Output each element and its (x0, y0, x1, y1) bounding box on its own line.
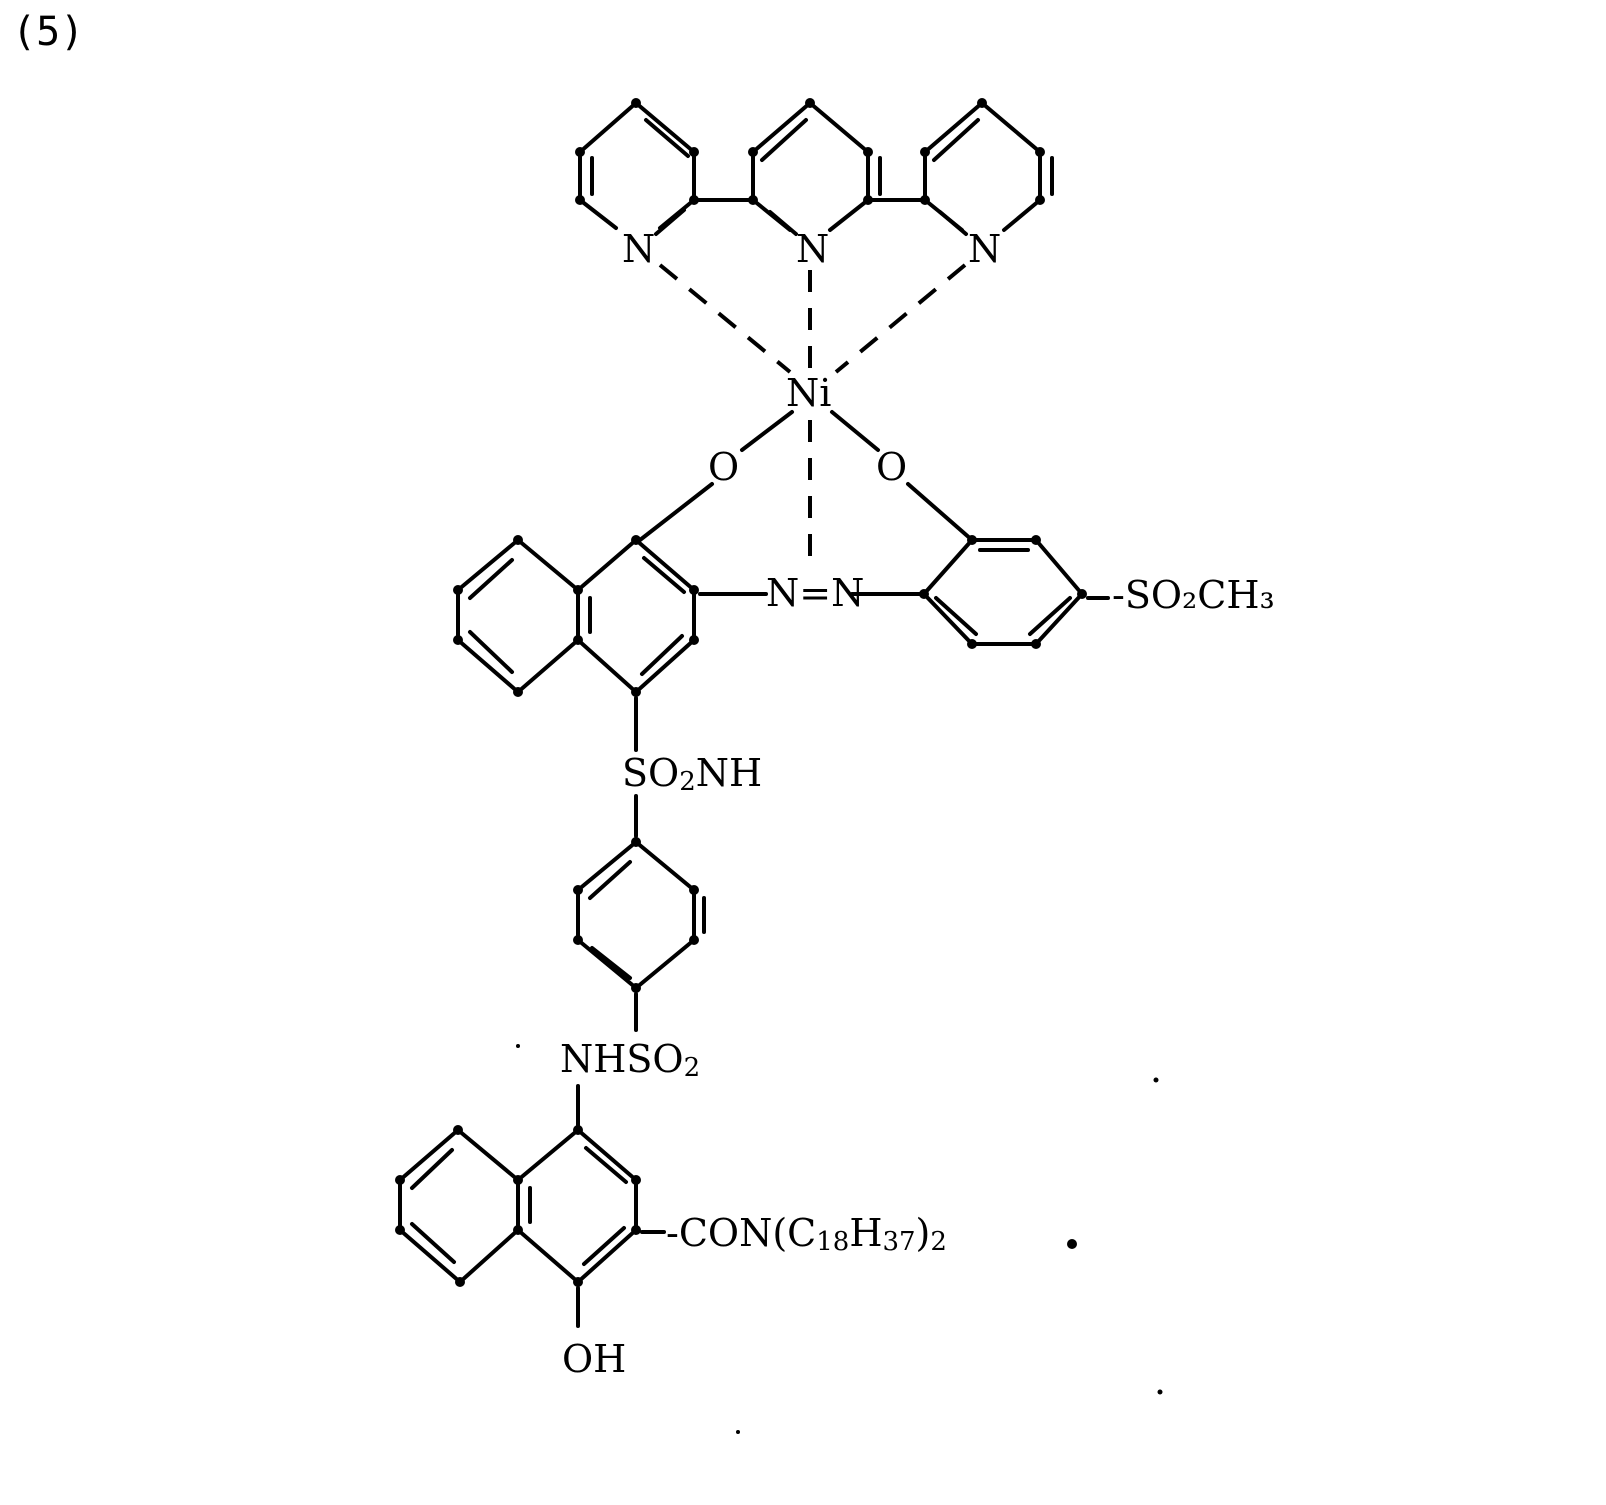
pyridine-n-middle: N (796, 227, 829, 271)
trailing-period (1067, 1239, 1077, 1249)
bond-ni-o-right (832, 412, 878, 450)
terpyridine-right-ring (920, 98, 1052, 234)
terpyridine-left-ring (575, 98, 699, 234)
methylsulfonyl-group: -SO₂CH₃ (1112, 573, 1275, 617)
bond-o-naphthyl (640, 484, 712, 540)
lower-naphthol (395, 1125, 641, 1287)
bond-o-phenyl (908, 484, 972, 540)
azo-group: N=N (766, 571, 864, 615)
hydroxyl-group: OH (562, 1337, 626, 1381)
sulfonamide-group: SO2NH (622, 751, 762, 797)
pyridine-n-left: N (622, 227, 655, 271)
oxygen-right: O (876, 445, 907, 489)
phenylene-ring (573, 837, 704, 993)
methylsulfonyl-phenyl-ring (919, 535, 1087, 649)
terpyridine-middle-ring (748, 98, 880, 234)
upper-naphthalene (453, 535, 699, 697)
nickel-atom: Ni (786, 371, 831, 415)
dioctadecylcarbamoyl-group: -CON(C18H37)2 (666, 1211, 947, 1257)
pyridine-n-right: N (968, 227, 1001, 271)
compound-number: (5) (12, 9, 84, 55)
sulfonylamino-group: NHSO2 (560, 1037, 700, 1083)
bond-ni-o-left (742, 412, 792, 450)
